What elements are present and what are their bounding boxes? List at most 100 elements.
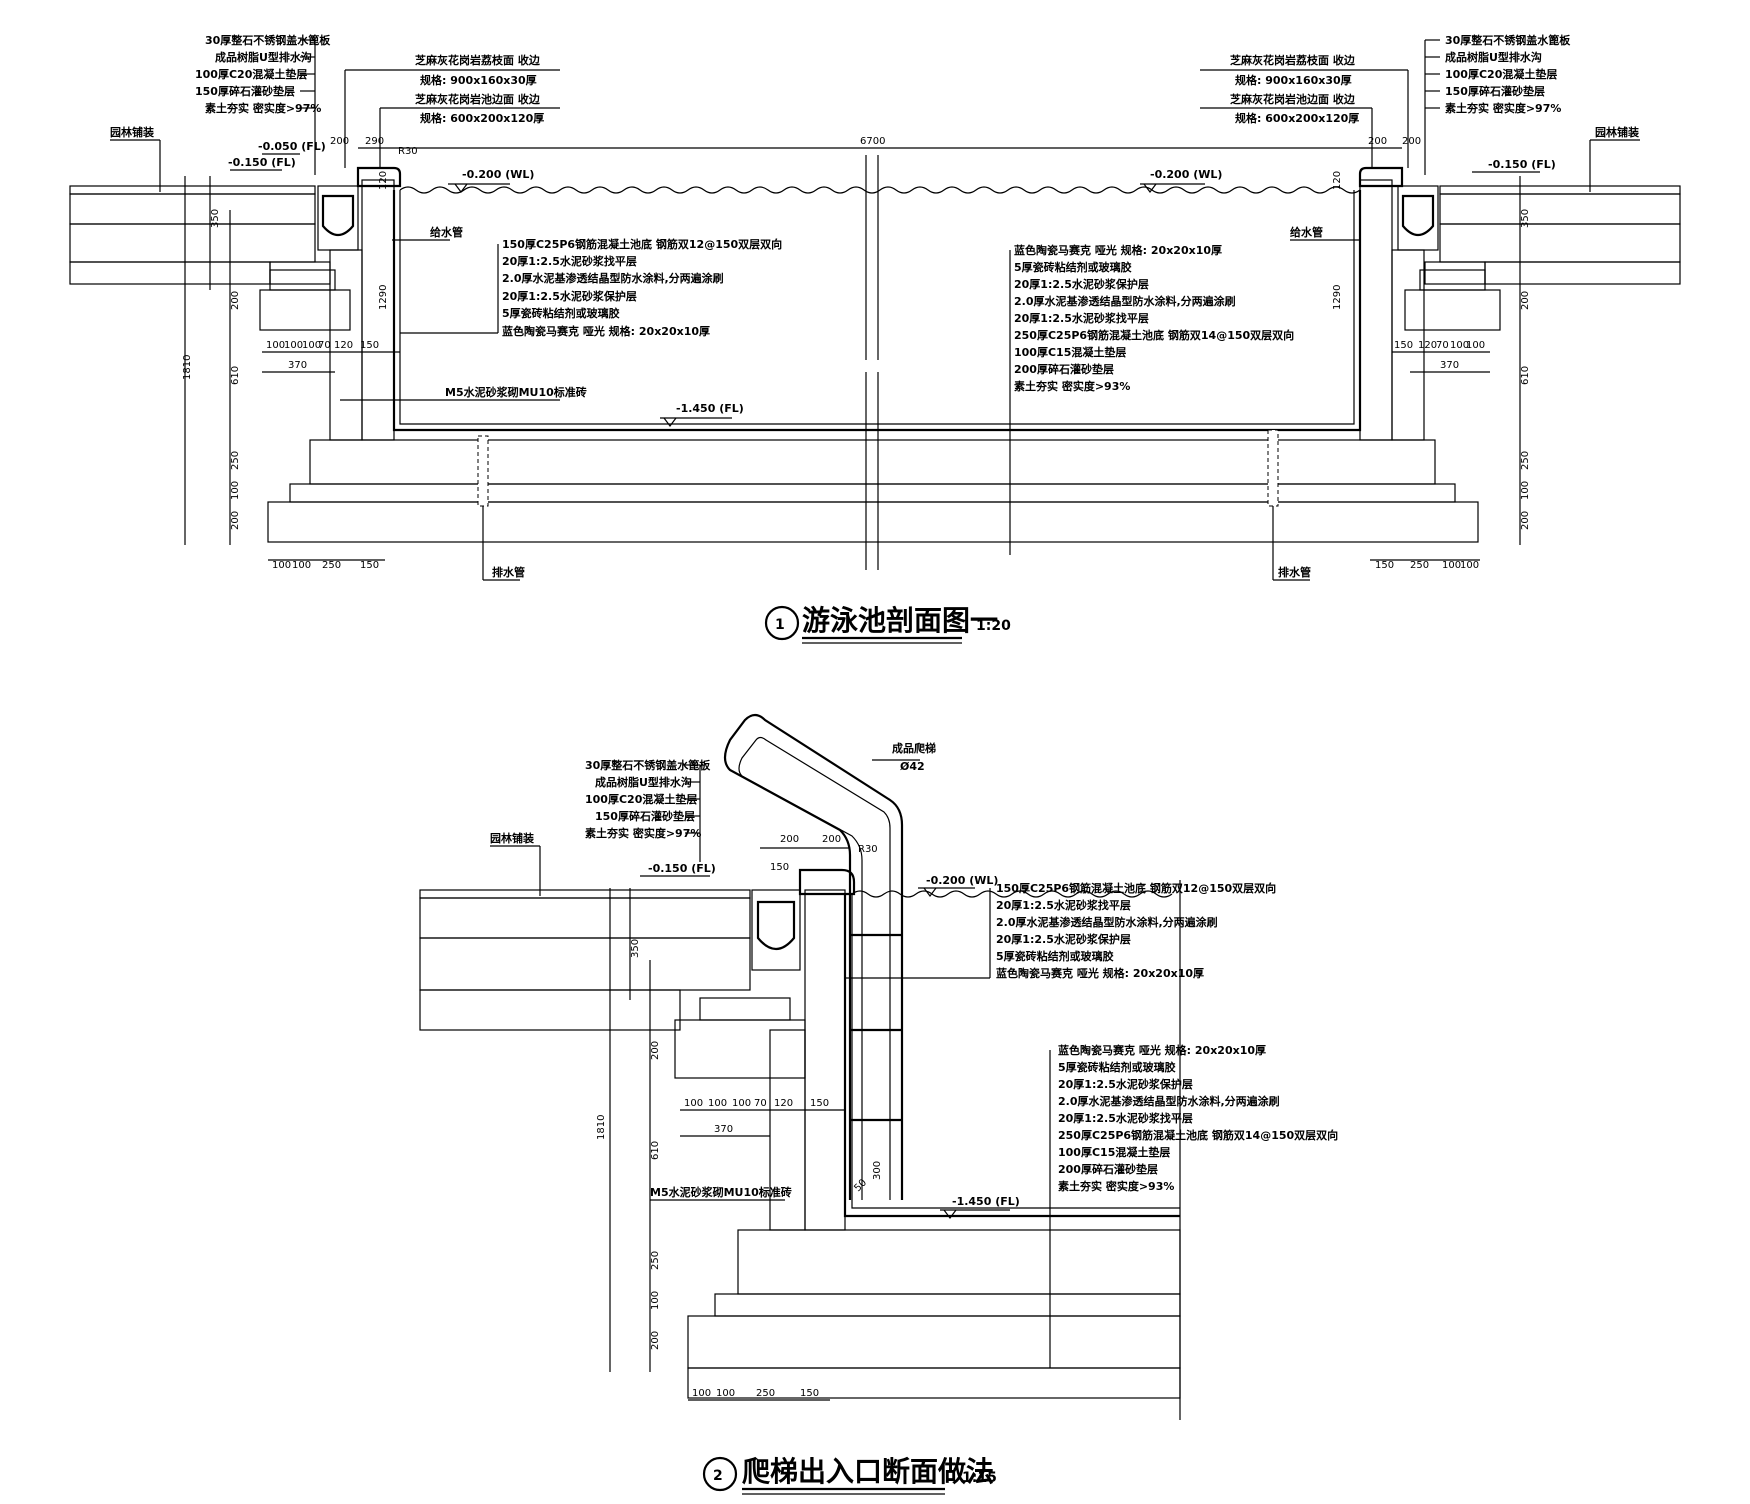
drawing2-number: 2 xyxy=(713,1468,723,1484)
dim-r-120: 120 xyxy=(1418,340,1437,351)
right-note-4: 素土夯实 密实度>97% xyxy=(1445,101,1561,115)
drawing1-number: 1 xyxy=(775,617,785,633)
dim-250-right: 250 xyxy=(1520,451,1531,470)
wall-note-1: 20厚1:2.5水泥砂浆找平层 xyxy=(502,254,637,268)
left-coping-3: 规格: 600x200x120厚 xyxy=(420,111,544,125)
paving-left-label: 园林铺装 xyxy=(110,125,154,139)
floor-note-2: 20厚1:2.5水泥砂浆保护层 xyxy=(1014,277,1149,291)
d2-dim-150: 150 xyxy=(810,1098,829,1109)
d2-level-deck: -0.150 (FL) xyxy=(648,862,716,875)
dim-120-right: 120 xyxy=(1332,171,1343,190)
d2-bot-100a: 100 xyxy=(692,1388,711,1399)
dim-100-right: 100 xyxy=(1520,481,1531,500)
dim-r30-left: R30 xyxy=(398,146,418,157)
pool-wall-right xyxy=(1359,179,1393,441)
left-horiz-dims-1: 100 100 100 70 120 150 370 100 100 250 1… xyxy=(262,340,400,571)
floor-note-4: 20厚1:2.5水泥砂浆找平层 xyxy=(1014,311,1149,325)
left-dims-1: 1810 350 200 610 250 100 200 1290 120 20… xyxy=(182,136,418,545)
left-coping-0: 芝麻灰花岗岩荔枝面 收边 xyxy=(415,53,541,67)
dim-1810-left: 1810 xyxy=(182,355,193,380)
right-top-notes: 30厚整石不锈钢盖水篦板 成品树脂U型排水沟 100厚C20混凝土垫层 150厚… xyxy=(1424,33,1571,175)
d2-dim-1810: 1810 xyxy=(596,1115,607,1140)
drain-pipe-right xyxy=(1267,429,1279,507)
dim-bot-100b: 100 xyxy=(292,560,311,571)
left-note-1: 成品树脂U型排水沟 xyxy=(215,50,312,64)
dim-200b-top-right: 200 xyxy=(1402,136,1421,147)
d2-dim-150-top: 150 xyxy=(770,862,789,873)
dim-1290-right: 1290 xyxy=(1332,285,1343,310)
brick-note-2: M5水泥砂浆砌MU10标准砖 xyxy=(650,1185,792,1199)
d2-floor-note-3: 2.0厚水泥基渗透结晶型防水涂料,分两遍涂刷 xyxy=(1058,1094,1280,1108)
wall-notes-2: 150厚C25P6钢筋混凝土池底 钢筋双12@150双层双向 20厚1:2.5水… xyxy=(845,881,1276,980)
level-deck-left-b: -0.150 (FL) xyxy=(228,156,296,169)
span-dim: 6700 xyxy=(860,136,885,147)
ladder xyxy=(723,713,904,1200)
coping-left xyxy=(356,166,402,188)
d2-dim-200b: 200 xyxy=(650,1331,661,1350)
floor-notes-2: 蓝色陶瓷马赛克 哑光 规格: 20x20x10厚 5厚瓷砖粘结剂或玻璃胶 20厚… xyxy=(1049,1043,1338,1368)
dim-r-bot-250: 250 xyxy=(1410,560,1429,571)
dim-350-right: 350 xyxy=(1520,209,1531,228)
left-coping-1: 规格: 900x160x30厚 xyxy=(420,73,537,87)
left-notes-2: 30厚整石不锈钢盖水篦板 成品树脂U型排水沟 100厚C20混凝土垫层 150厚… xyxy=(585,758,711,862)
wall-note-4: 5厚瓷砖粘结剂或玻璃胶 xyxy=(502,306,620,320)
dim-120a: 120 xyxy=(334,340,353,351)
floor-note-0: 蓝色陶瓷马赛克 哑光 规格: 20x20x10厚 xyxy=(1014,243,1222,257)
d2-bot-100b: 100 xyxy=(716,1388,735,1399)
d2-dim-120: 120 xyxy=(774,1098,793,1109)
dim-200-top-right: 200 xyxy=(1368,136,1387,147)
d2-floor-note-5: 250厚C25P6钢筋混凝土池底 钢筋双14@150双层双向 xyxy=(1058,1128,1338,1142)
dim-r-bot-100b: 100 xyxy=(1460,560,1479,571)
d2-floor-note-0: 蓝色陶瓷马赛克 哑光 规格: 20x20x10厚 xyxy=(1058,1043,1266,1057)
d2-dim-r30: R30 xyxy=(858,844,878,855)
paving-right-label: 园林铺装 xyxy=(1595,125,1639,139)
dim-290-top-left: 290 xyxy=(365,136,384,147)
dim-100c: 100 xyxy=(302,340,321,351)
dim-r-150: 150 xyxy=(1394,340,1413,351)
d2-dim-610: 610 xyxy=(650,1141,661,1160)
drain-channel-left xyxy=(317,185,359,251)
left-coping-2: 芝麻灰花岗岩池边面 收边 xyxy=(415,92,541,106)
d2-left-note-4: 素土夯实 密实度>97% xyxy=(585,826,701,840)
dim-70: 70 xyxy=(318,340,331,351)
d2-floor-note-8: 素土夯实 密实度>93% xyxy=(1058,1179,1174,1193)
coping-right xyxy=(1358,166,1404,188)
drawing1-scale: 1:20 xyxy=(976,618,1011,634)
wall-notes-1: 150厚C25P6钢筋混凝土池底 钢筋双12@150双层双向 20厚1:2.5水… xyxy=(400,237,782,338)
right-coping-0: 芝麻灰花岗岩荔枝面 收边 xyxy=(1230,53,1356,67)
dim-r-370: 370 xyxy=(1440,360,1459,371)
section-drawing-1: 6700 -0.050 (FL) -0.150 (FL) -0.200 (WL)… xyxy=(69,33,1681,644)
dim-bot-150: 150 xyxy=(360,560,379,571)
ladder-label: 成品爬梯 xyxy=(892,741,936,755)
wall-note-5: 蓝色陶瓷马赛克 哑光 规格: 20x20x10厚 xyxy=(502,324,710,338)
d2-dim-100a: 100 xyxy=(684,1098,703,1109)
drawing2-title: 爬梯出入口断面做法 xyxy=(742,1455,994,1488)
gravel-bed xyxy=(267,501,1479,543)
d2-dim-100c: 100 xyxy=(732,1098,751,1109)
left-note-2: 100厚C20混凝土垫层 xyxy=(195,67,307,81)
d2-level-floor: -1.450 (FL) xyxy=(952,1195,1020,1208)
dim-200-right: 200 xyxy=(1520,291,1531,310)
drain-right-label: 排水管 xyxy=(1278,565,1311,579)
d2-dim-250: 250 xyxy=(650,1251,661,1270)
d2-bot-250: 250 xyxy=(756,1388,775,1399)
title-block-2: 2 爬梯出入口断面做法 1:15 xyxy=(702,1455,997,1495)
level-deck-right: -0.150 (FL) xyxy=(1488,158,1556,171)
left-note-3: 150厚碎石灌砂垫层 xyxy=(195,84,295,98)
d2-level-water: -0.200 (WL) xyxy=(926,874,998,887)
d2-floor-note-2: 20厚1:2.5水泥砂浆保护层 xyxy=(1058,1077,1193,1091)
d2-floor-note-1: 5厚瓷砖粘结剂或玻璃胶 xyxy=(1058,1060,1176,1074)
d2-floor-note-6: 100厚C15混凝土垫层 xyxy=(1058,1145,1170,1159)
d2-wall-note-5: 蓝色陶瓷马赛克 哑光 规格: 20x20x10厚 xyxy=(996,966,1204,980)
dim-350-left: 350 xyxy=(210,209,221,228)
drawing1-title: 游泳池剖面图一 xyxy=(802,604,998,637)
d2-bot-150: 150 xyxy=(800,1388,819,1399)
right-note-2: 100厚C20混凝土垫层 xyxy=(1445,67,1557,81)
drawing2-scale: 1:15 xyxy=(962,1470,997,1486)
dim-1290-left: 1290 xyxy=(378,285,389,310)
left-note-4: 素土夯实 密实度>97% xyxy=(205,101,321,115)
pool-wall-2 xyxy=(804,889,846,1231)
dim-r-100a: 100 xyxy=(1450,340,1469,351)
left-note-0: 30厚整石不锈钢盖水篦板 xyxy=(205,33,331,47)
